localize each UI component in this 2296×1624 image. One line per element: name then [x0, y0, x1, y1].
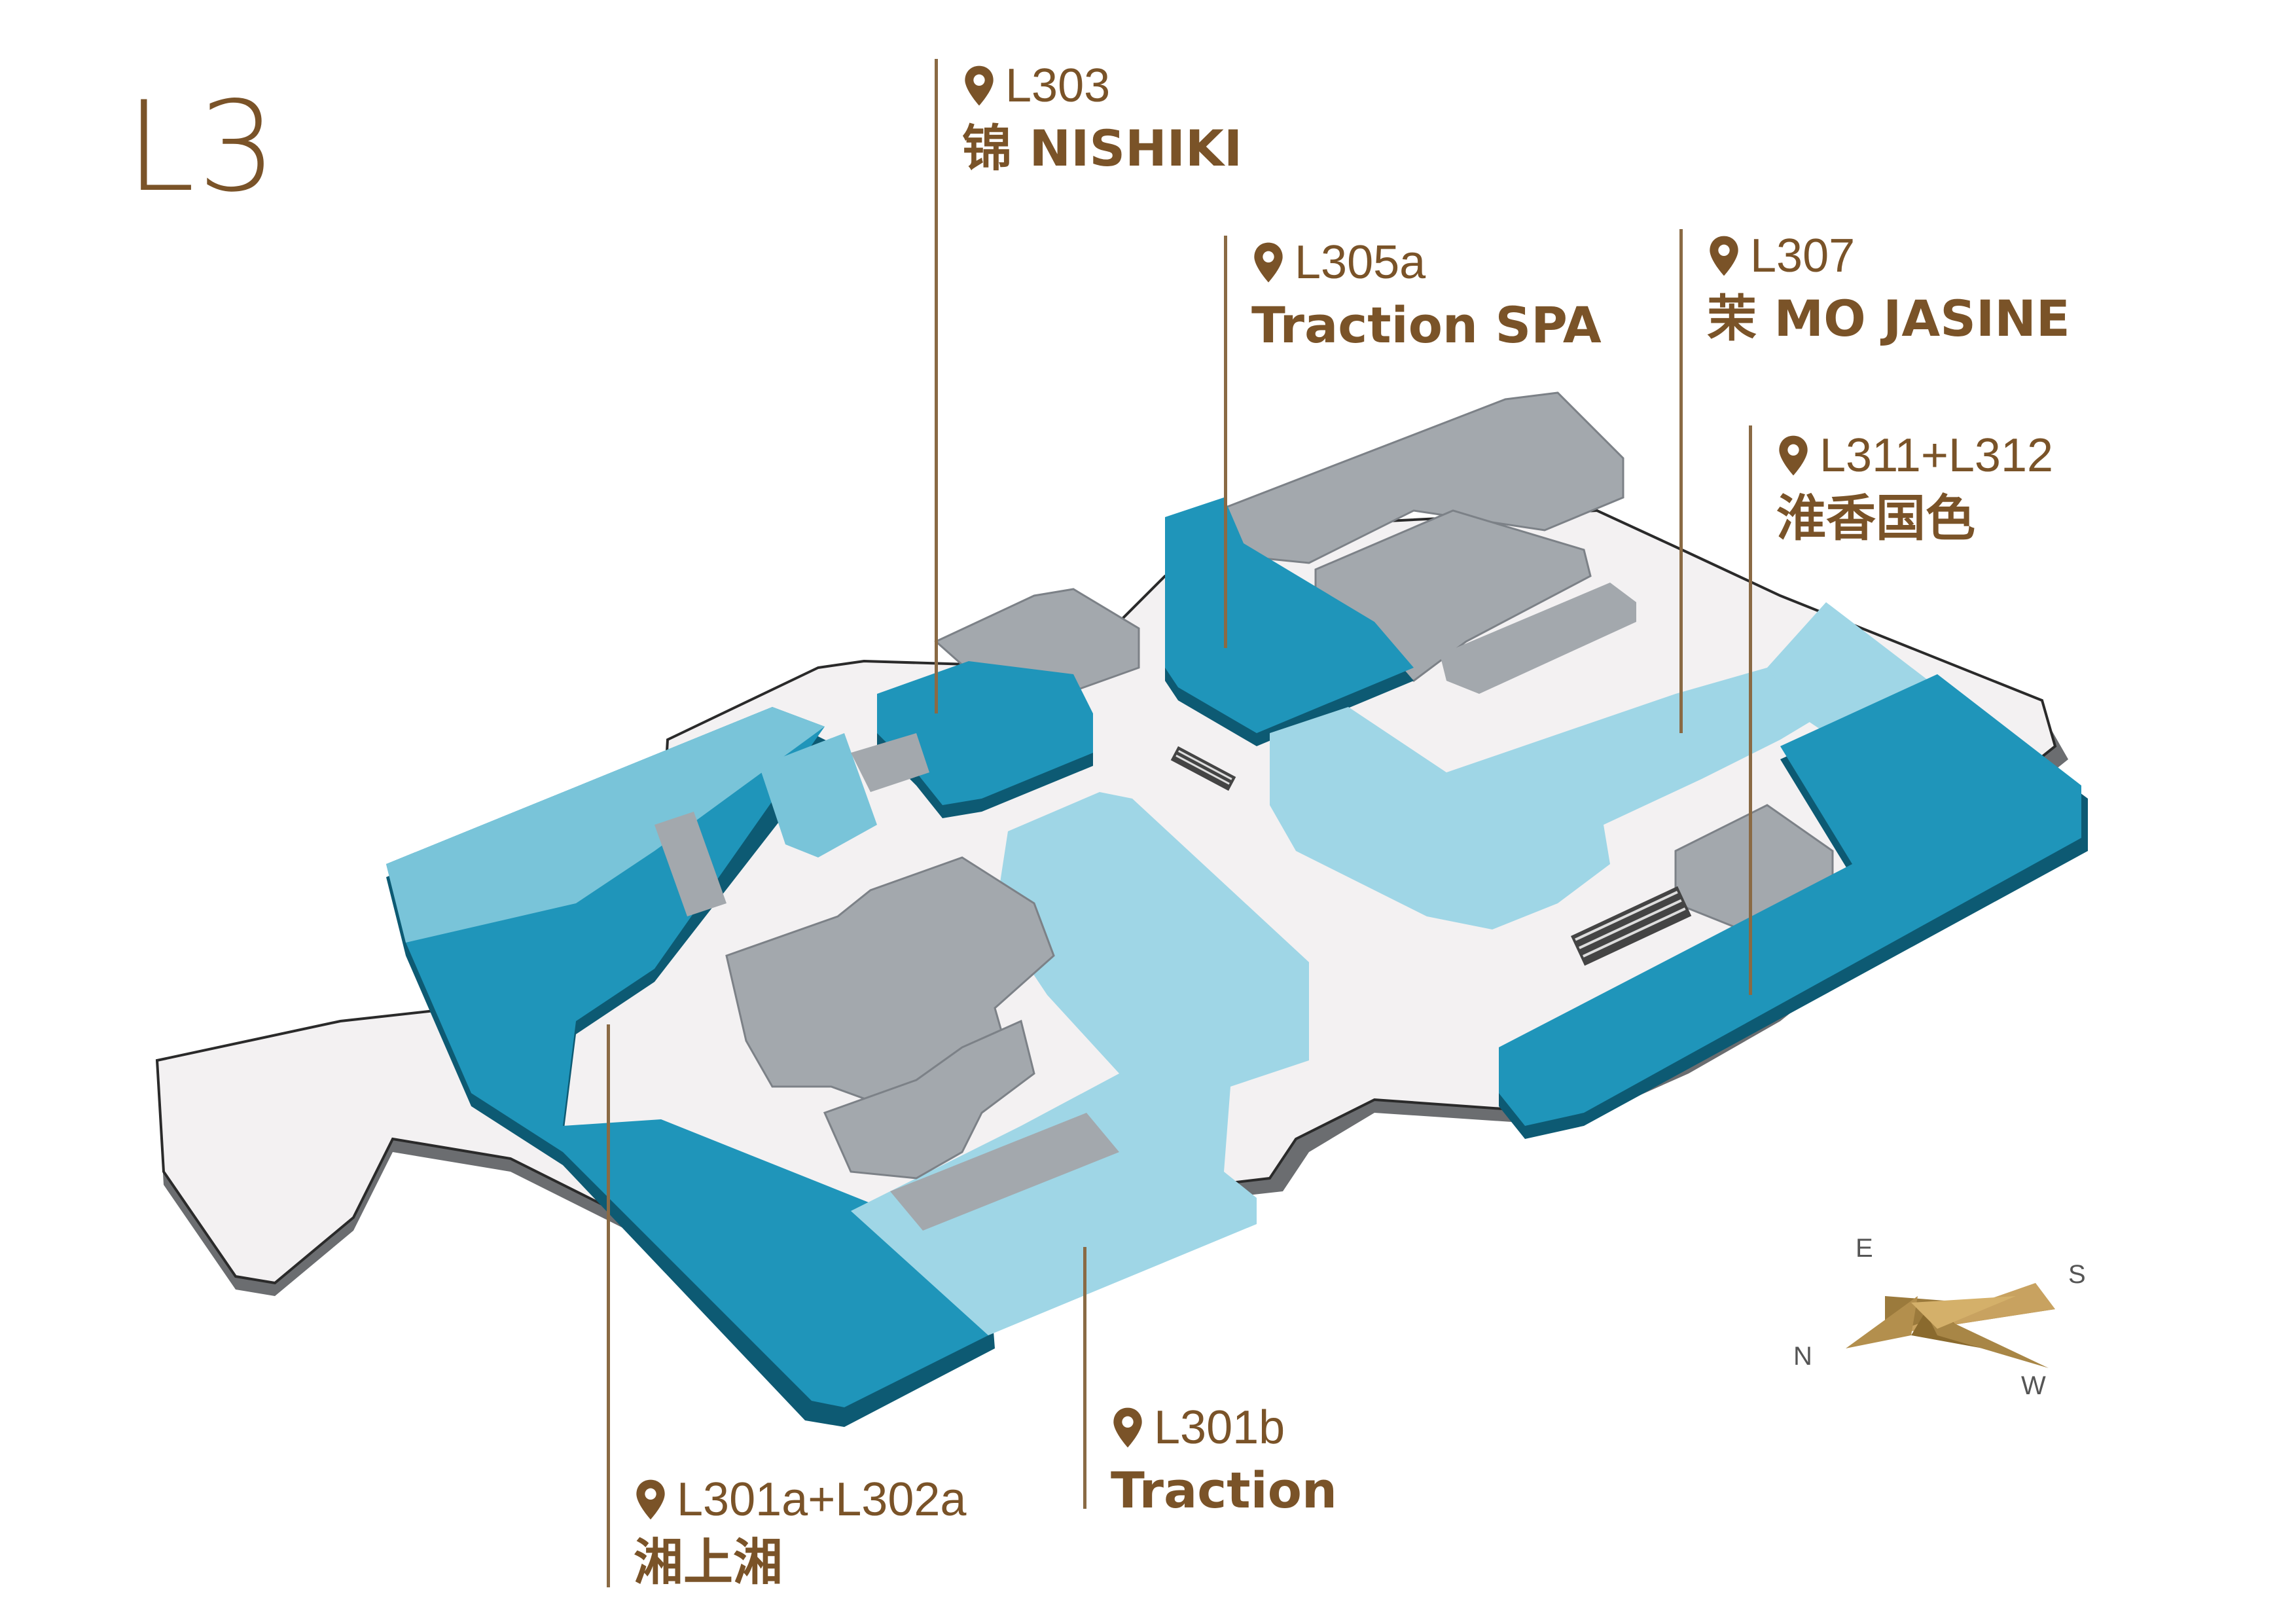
- callout-code: L301a+L302a: [677, 1473, 967, 1526]
- callout-l301a-l302a[interactable]: L301a+L302a 湘上湘: [634, 1476, 966, 1587]
- callout-code: L311+L312: [1820, 429, 2054, 482]
- floor-label: L3: [126, 75, 279, 219]
- compass-west-label: W: [2021, 1371, 2046, 1400]
- callout-l311-l312[interactable]: L311+L312 淮香国色: [1776, 432, 2053, 543]
- callout-name: Traction SPA: [1251, 296, 1602, 354]
- map-pin-icon: [636, 1479, 665, 1520]
- callout-name: 淮香国色: [1776, 489, 1975, 547]
- callout-l301b[interactable]: L301b Traction: [1111, 1404, 1337, 1515]
- service-nishiki-small: [851, 733, 929, 792]
- store-l303[interactable]: [877, 661, 1093, 805]
- callout-code: L305a: [1295, 236, 1426, 289]
- map-pin-icon: [1779, 435, 1808, 476]
- callout-l307[interactable]: L307 茉 MO JASINE: [1707, 232, 2070, 344]
- compass-south-label: S: [2068, 1260, 2086, 1289]
- callout-code: L307: [1750, 230, 1856, 282]
- callout-name: Traction: [1111, 1461, 1338, 1519]
- callout-l303[interactable]: L303 锦 NISHIKI: [962, 62, 1242, 173]
- callout-code: L301b: [1154, 1401, 1285, 1454]
- map-pin-icon: [1710, 236, 1738, 276]
- service-core-left-2: [823, 1019, 1035, 1180]
- callout-name: 锦 NISHIKI: [962, 119, 1243, 177]
- store-l307[interactable]: [1270, 668, 1813, 929]
- callout-name: 茉 MO JASINE: [1707, 289, 2070, 348]
- escalator-icon: [1170, 746, 1236, 791]
- compass-east-label: E: [1856, 1234, 1873, 1263]
- store-l311-l312[interactable]: [1499, 674, 2081, 1126]
- leader-line-l311-l312: [1749, 425, 1752, 995]
- store-small-north[interactable]: [759, 733, 877, 857]
- service-strip-right: [1440, 583, 1636, 694]
- leader-line-l303: [935, 59, 938, 713]
- store-mid-west[interactable]: [386, 707, 825, 943]
- map-pin-icon: [965, 65, 994, 106]
- service-north-right: [1215, 391, 1624, 564]
- leader-line-l307: [1679, 229, 1683, 733]
- leader-line-l305a: [1224, 236, 1227, 648]
- service-small-left: [655, 812, 726, 916]
- service-strip-left: [890, 1113, 1119, 1231]
- callout-name: 湘上湘: [634, 1533, 783, 1591]
- callout-l305a[interactable]: L305a Traction SPA: [1251, 239, 1602, 350]
- compass-north-label: N: [1793, 1342, 1812, 1371]
- map-pin-icon: [1254, 242, 1283, 283]
- store-l305a[interactable]: [1165, 497, 1414, 733]
- callout-code: L303: [1005, 60, 1111, 112]
- leader-line-l301b: [1083, 1247, 1086, 1509]
- escalator-icon: [1571, 886, 1692, 966]
- leader-line-l301a-l302a: [607, 1024, 610, 1587]
- compass-rose-icon: [1846, 1283, 2055, 1368]
- map-pin-icon: [1113, 1407, 1142, 1448]
